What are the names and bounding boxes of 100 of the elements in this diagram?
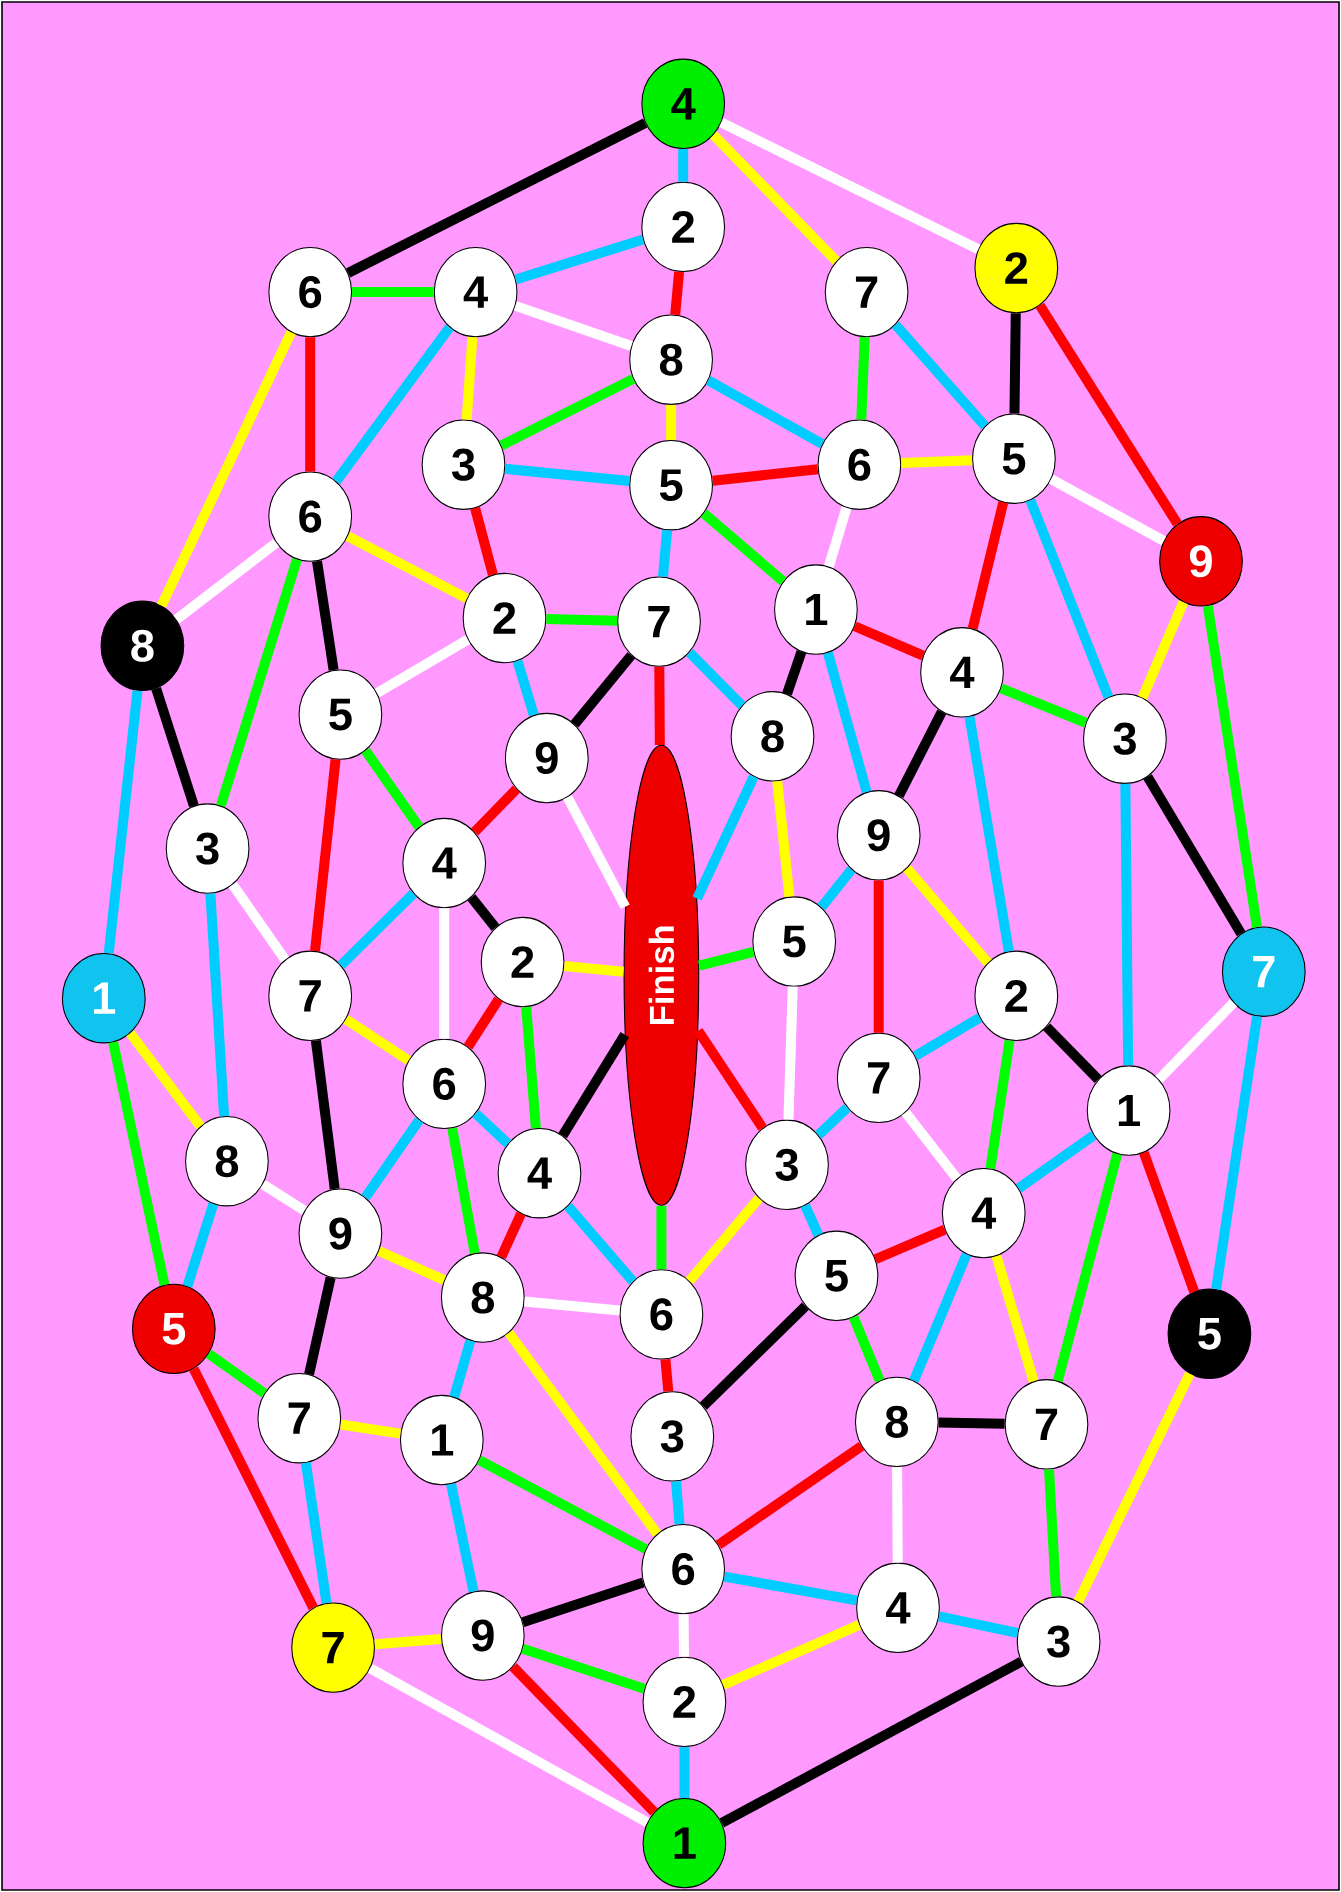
connector-line	[439, 908, 450, 1039]
connector-line	[938, 1417, 1005, 1429]
connector-line	[374, 635, 471, 698]
connector-line	[367, 1663, 650, 1827]
connector-line	[374, 1633, 442, 1650]
connector-line	[332, 324, 454, 485]
connector-line	[671, 1481, 685, 1525]
connector-line	[156, 330, 296, 608]
connector-line	[151, 686, 199, 808]
connector-line	[361, 1117, 424, 1201]
connector-line	[512, 659, 539, 717]
connector-line	[304, 1276, 336, 1376]
connector-line	[476, 1455, 649, 1554]
connector-line	[470, 506, 498, 576]
connector-line	[715, 1442, 865, 1549]
connector-line	[1137, 600, 1188, 700]
connector-line	[848, 1315, 885, 1383]
connector-line	[721, 1620, 862, 1690]
connector-line	[182, 1202, 219, 1288]
connector-line	[985, 1039, 1015, 1170]
connector-line	[1143, 774, 1246, 937]
connector-line	[772, 780, 795, 898]
connector-line	[700, 509, 787, 586]
connector-line	[337, 890, 417, 969]
connector-line	[126, 1030, 205, 1130]
connector-line	[782, 650, 807, 696]
connector-line	[901, 1109, 961, 1182]
connector-line	[892, 1467, 903, 1563]
connector-line	[377, 1246, 447, 1285]
connector-line	[800, 1203, 823, 1238]
connector-line	[823, 651, 872, 794]
connector-line	[103, 690, 143, 954]
connector-line	[678, 149, 689, 182]
connector-line	[783, 986, 798, 1120]
connector-line	[521, 1006, 541, 1129]
connector-line	[705, 376, 825, 449]
connector-line	[1009, 313, 1021, 414]
connector-line	[504, 1329, 662, 1537]
connector-line	[514, 234, 645, 285]
connector-line	[815, 1104, 851, 1139]
connector-line	[1015, 1131, 1097, 1193]
connector-line	[513, 301, 633, 351]
connector-line	[361, 747, 424, 830]
connector-line	[521, 1577, 645, 1627]
connector-line	[685, 1195, 763, 1285]
connector-line	[712, 464, 819, 486]
connector-line	[817, 866, 856, 911]
connector-line	[305, 337, 316, 472]
connector-line	[852, 621, 926, 661]
connector-line	[660, 1358, 674, 1392]
connector-line	[912, 1013, 983, 1061]
connector-line	[564, 1203, 637, 1285]
connector-line	[699, 1302, 809, 1410]
connector-line	[463, 996, 503, 1050]
connector-line	[472, 1109, 512, 1148]
connector-line	[471, 785, 520, 836]
connector-line	[901, 455, 973, 469]
connector-line	[173, 538, 280, 624]
connector-line	[340, 1419, 402, 1439]
connector-line	[666, 404, 677, 440]
connector-line	[999, 683, 1088, 728]
connector-line	[467, 894, 500, 931]
connector-line	[205, 893, 230, 1117]
connector-line	[521, 1643, 646, 1694]
connector-line	[723, 1571, 858, 1606]
connector-line	[909, 1252, 972, 1383]
connector-line	[310, 758, 341, 952]
connector-line	[824, 506, 852, 568]
connector-line	[558, 1032, 630, 1139]
connector-line	[312, 560, 339, 671]
connector-line	[656, 1205, 667, 1270]
connector-line	[524, 1296, 621, 1316]
connector-line	[1155, 999, 1238, 1083]
connector-line	[891, 321, 989, 430]
connector-line	[352, 287, 434, 298]
connector-line	[938, 1611, 1019, 1638]
connector-line	[1053, 1152, 1123, 1383]
connector-line	[1043, 1023, 1102, 1083]
connector-line	[686, 649, 746, 709]
connector-line	[449, 1339, 476, 1399]
connector-line	[873, 1225, 947, 1264]
connector-line	[1025, 498, 1114, 699]
connector-line	[1211, 1015, 1263, 1290]
connector-line	[310, 1039, 340, 1190]
finish-oval: Finish	[623, 744, 700, 1206]
connector-line	[964, 715, 1014, 953]
connector-line	[570, 652, 636, 728]
connector-line	[1139, 1150, 1199, 1294]
connector-line	[343, 1015, 412, 1065]
connector-line	[719, 1657, 1024, 1828]
connector-line	[873, 880, 884, 1033]
connector-line	[719, 118, 981, 254]
connector-line	[903, 865, 992, 966]
connector-line	[709, 131, 840, 265]
connector-line	[967, 501, 1009, 630]
connector-line	[698, 947, 755, 971]
connector-line	[447, 1127, 480, 1255]
connector-line	[654, 666, 665, 746]
connector-line	[216, 558, 302, 808]
connector-line	[496, 1211, 526, 1260]
